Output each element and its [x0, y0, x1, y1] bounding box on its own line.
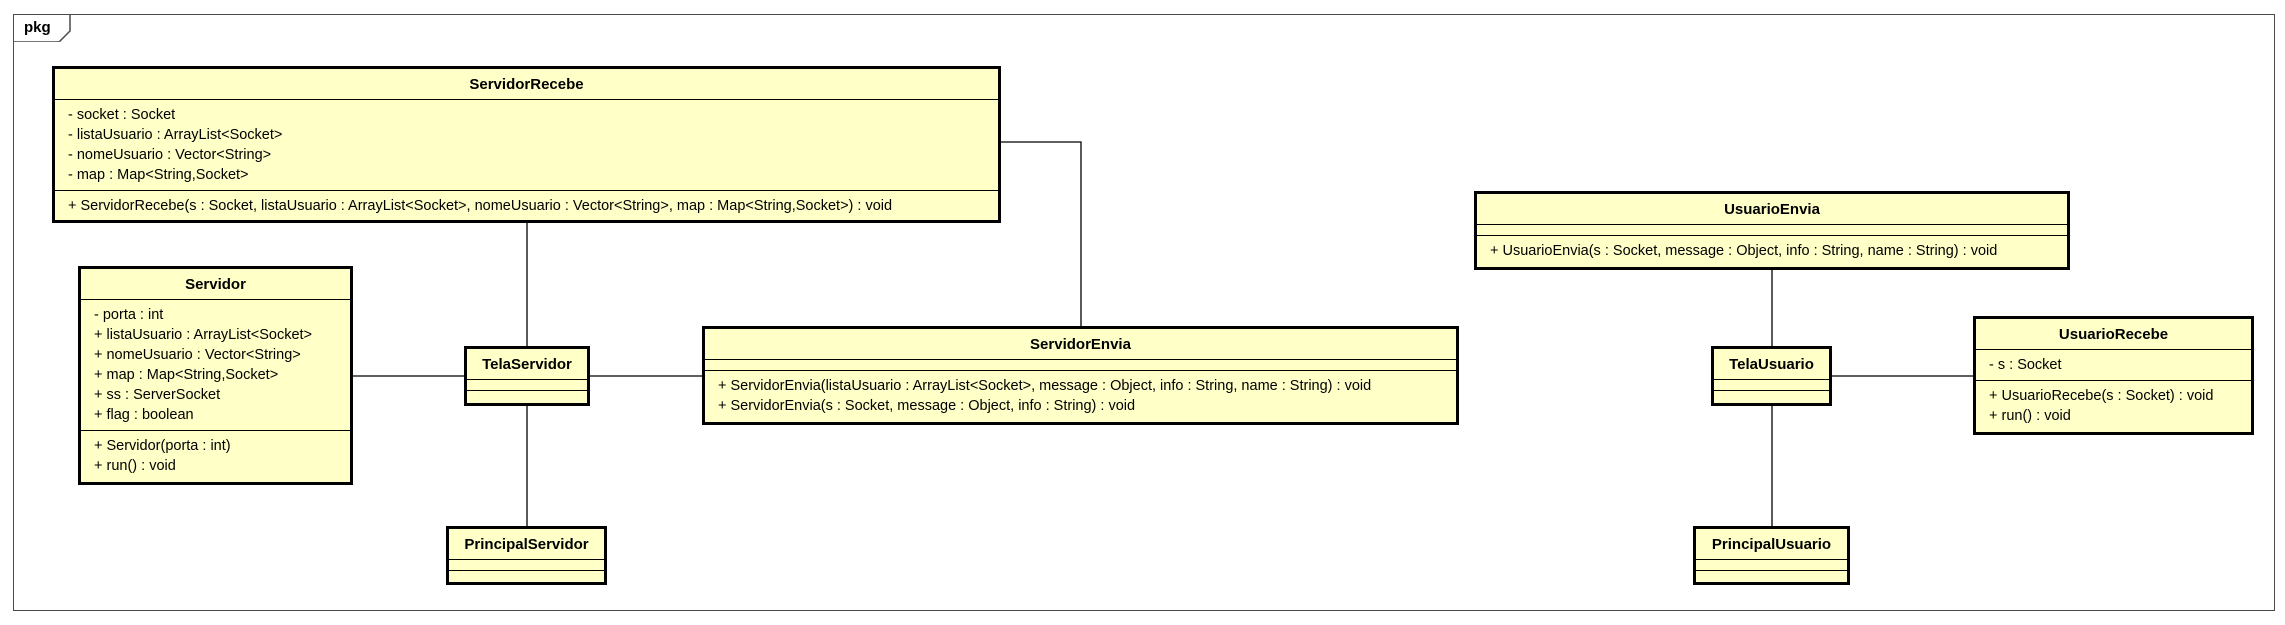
class-name: TelaUsuario: [1729, 356, 1814, 373]
operation: + Servidor(porta : int): [94, 438, 231, 454]
attribute: + map : Map<String,Socket>: [94, 367, 279, 383]
class-name: UsuarioRecebe: [2058, 326, 2169, 343]
attribute: + listaUsuario : ArrayList<Socket>: [94, 327, 313, 343]
operation: + run() : void: [94, 458, 176, 474]
operation: + UsuarioRecebe(s : Socket) : void: [1989, 388, 2214, 404]
operation: + ServidorRecebe(s : Socket, listaUsuari…: [68, 198, 893, 214]
operation-compartment: + Servidor(porta : int) + run() : void: [81, 431, 350, 481]
class-name: ServidorEnvia: [1030, 336, 1131, 353]
attribute: - s : Socket: [1989, 357, 2062, 373]
class-name: PrincipalUsuario: [1711, 536, 1832, 553]
package-frame: [13, 14, 2275, 611]
attribute: + nomeUsuario : Vector<String>: [94, 347, 301, 363]
class-usuarioenvia[interactable]: UsuarioEnvia + UsuarioEnvia(s : Socket, …: [1474, 191, 2070, 270]
package-label: pkg: [24, 19, 51, 36]
class-name: TelaServidor: [482, 356, 572, 373]
class-telausuario[interactable]: TelaUsuario: [1711, 346, 1832, 406]
class-servidorrecebe[interactable]: ServidorRecebe - socket : Socket - lista…: [52, 66, 1001, 223]
attribute: - nomeUsuario : Vector<String>: [68, 147, 272, 163]
class-telaservidor[interactable]: TelaServidor: [464, 346, 590, 406]
operation: + run() : void: [1989, 408, 2071, 424]
package-tab: [13, 14, 71, 42]
operation: + UsuarioEnvia(s : Socket, message : Obj…: [1490, 243, 1998, 259]
operation: + ServidorEnvia(s : Socket, message : Ob…: [718, 398, 1136, 414]
class-servidorenvia[interactable]: ServidorEnvia + ServidorEnvia(listaUsuar…: [702, 326, 1459, 425]
operation-compartment: + UsuarioRecebe(s : Socket) : void + run…: [1976, 381, 2251, 431]
link-servidorrecebe-servidorenvia: [1000, 141, 1082, 327]
operation-compartment: + UsuarioEnvia(s : Socket, message : Obj…: [1477, 236, 2067, 266]
class-servidor[interactable]: Servidor - porta : int + listaUsuario : …: [78, 266, 353, 485]
class-name: UsuarioEnvia: [1724, 201, 1820, 218]
attribute: + ss : ServerSocket: [94, 387, 221, 403]
attribute-compartment: - porta : int + listaUsuario : ArrayList…: [81, 300, 350, 430]
class-name: Servidor: [185, 276, 246, 293]
operation: + ServidorEnvia(listaUsuario : ArrayList…: [718, 378, 1372, 394]
attribute: - socket : Socket: [68, 107, 176, 123]
attribute: - listaUsuario : ArrayList<Socket>: [68, 127, 283, 143]
attribute: - porta : int: [94, 307, 164, 323]
class-principalservidor[interactable]: PrincipalServidor: [446, 526, 607, 585]
attribute-compartment: - s : Socket: [1976, 350, 2251, 380]
class-name: PrincipalServidor: [464, 536, 589, 553]
attribute-compartment: - socket : Socket - listaUsuario : Array…: [55, 100, 998, 190]
attribute: - map : Map<String,Socket>: [68, 167, 249, 183]
class-usuariorecebe[interactable]: UsuarioRecebe - s : Socket + UsuarioRece…: [1973, 316, 2254, 435]
class-principalusuario[interactable]: PrincipalUsuario: [1693, 526, 1850, 585]
operation-compartment: + ServidorRecebe(s : Socket, listaUsuari…: [55, 191, 998, 221]
attribute: + flag : boolean: [94, 407, 194, 423]
operation-compartment: + ServidorEnvia(listaUsuario : ArrayList…: [705, 371, 1456, 421]
class-name: ServidorRecebe: [469, 76, 584, 93]
